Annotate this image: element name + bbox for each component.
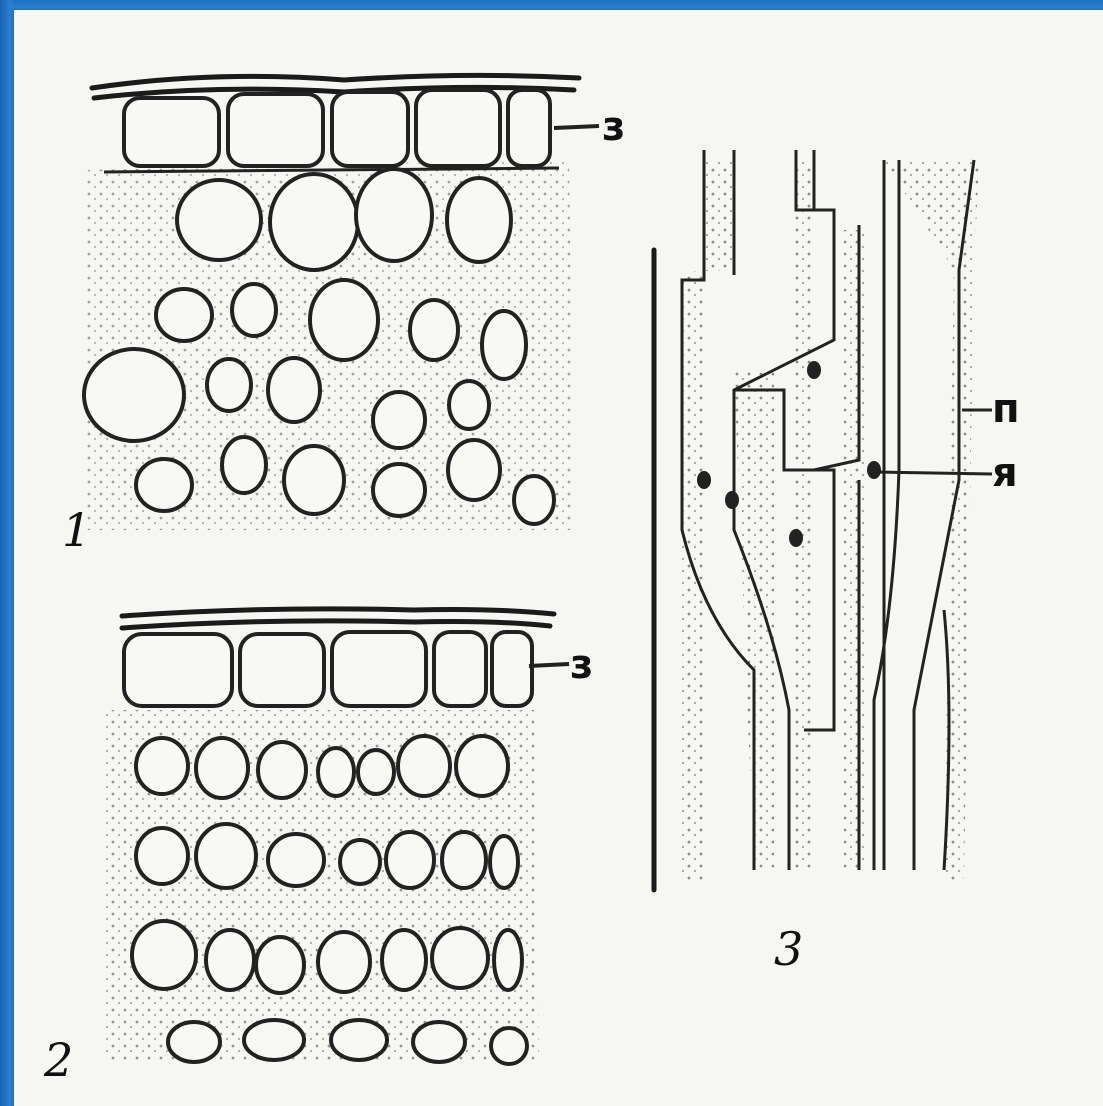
panel-2-epidermis [124, 632, 532, 706]
panel-2-pointer-label: з [570, 642, 593, 688]
panel-3-label-ya: я [992, 450, 1018, 496]
panel-1-number: 1 [62, 503, 91, 557]
panel-2-pointer-line [529, 664, 569, 666]
panel-3-pointer-ya [876, 472, 992, 474]
panel-2-number: 2 [43, 1033, 73, 1087]
panel-1-pointer-label: з [602, 104, 625, 150]
figure-canvas: з 1 [14, 10, 1103, 1106]
panel-2-drawing: з 2 [43, 609, 593, 1087]
panel-3-label-p: п [992, 386, 1020, 432]
panel-3-drawing: п я 3 [654, 150, 1020, 976]
panel-1-epidermis [124, 90, 550, 166]
tissue-illustration: з 1 [14, 10, 1103, 1106]
panel-3-number: 3 [774, 922, 803, 976]
panel-1-pointer-line [554, 126, 599, 128]
panel-1-drawing: з 1 [62, 75, 625, 557]
